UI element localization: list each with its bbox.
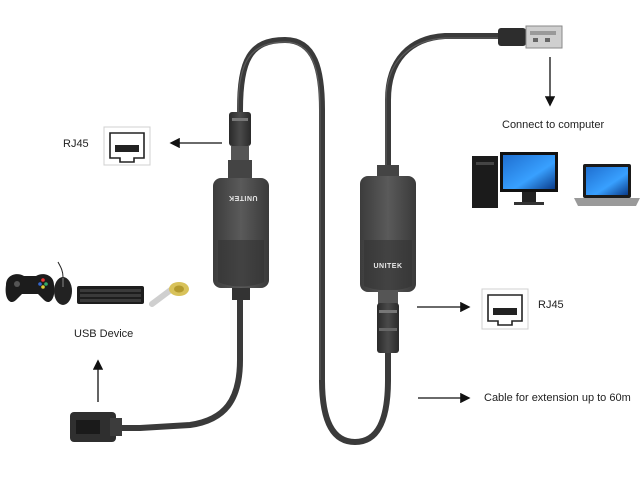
cable-extension-label: Cable for extension up to 60m — [484, 392, 631, 404]
keyboard-icon — [77, 286, 144, 304]
rj45-port-icon — [481, 288, 529, 330]
usb-female-connector-icon — [70, 412, 122, 442]
rj45-plug-icon — [377, 303, 399, 353]
extender-module-left: UNITEK — [213, 160, 269, 300]
rj45-right-label: RJ45 — [538, 299, 564, 311]
extender-module-right: UNITEK — [360, 165, 416, 304]
usb-device-label: USB Device — [74, 328, 134, 340]
rj45-left-label: RJ45 — [63, 138, 89, 150]
laptop-icon — [574, 164, 640, 206]
usb-male-connector-icon — [498, 25, 563, 49]
arrows — [92, 57, 556, 404]
mouse-icon — [54, 261, 72, 305]
gamepad-icon — [5, 274, 55, 303]
rj45-port-icon — [103, 126, 151, 166]
desktop-computer-icon — [472, 152, 558, 208]
cable — [112, 33, 503, 446]
brand-label-right: UNITEK — [373, 263, 402, 270]
brand-label-left: UNITEK — [228, 194, 257, 201]
connect-to-computer-label: Connect to computer — [502, 119, 605, 131]
usb-stick-icon — [149, 282, 189, 307]
rj45-plug-icon — [229, 112, 251, 160]
